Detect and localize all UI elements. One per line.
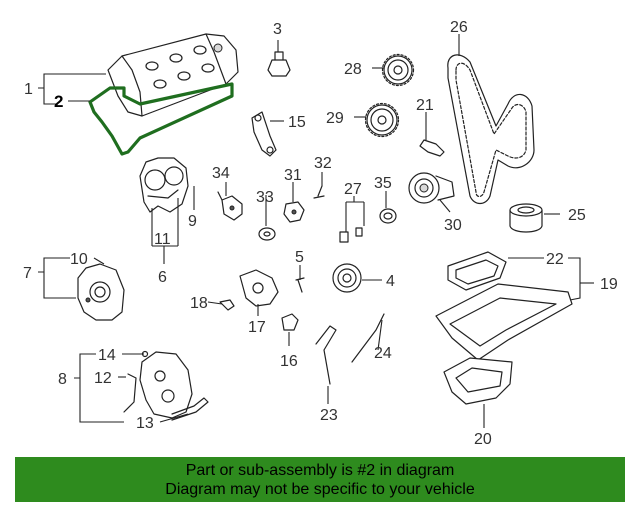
cam-sprocket-exhaust[interactable]: [381, 53, 415, 87]
label-15: 15: [288, 114, 306, 131]
label-8: 8: [58, 371, 67, 388]
crankshaft-pulley[interactable]: [332, 263, 362, 293]
timing-cover-upper[interactable]: [139, 157, 189, 213]
label-23: 23: [320, 407, 338, 424]
label-18: 18: [190, 295, 208, 312]
tensioner-pulley[interactable]: [408, 172, 455, 204]
notice-line-part: Part or sub-assembly is #2 in diagram: [185, 462, 455, 479]
valve-cover[interactable]: [107, 33, 239, 117]
bracket-31[interactable]: [283, 201, 305, 223]
leader-lines: [38, 34, 594, 428]
label-2: 2: [54, 92, 63, 111]
label-28: 28: [344, 61, 362, 78]
label-16: 16: [280, 353, 298, 370]
label-19: 19: [600, 276, 618, 293]
label-5: 5: [295, 249, 304, 266]
timing-cover-lower[interactable]: [77, 263, 125, 321]
notice-line-disclaimer: Diagram may not be specific to your vehi…: [165, 481, 475, 498]
label-21: 21: [416, 97, 434, 114]
part-number-labels: 1 2 3 4 5 6 7 8 9 10 11 12 13 14 15 16 1…: [23, 19, 618, 448]
label-20: 20: [474, 431, 492, 448]
label-13: 13: [136, 415, 154, 432]
valve-cover-gasket[interactable]: [88, 82, 234, 156]
label-9: 9: [188, 213, 197, 230]
timing-belt[interactable]: [447, 54, 535, 205]
label-7: 7: [23, 265, 32, 282]
label-35: 35: [374, 175, 392, 192]
bolt-5[interactable]: [295, 277, 305, 293]
label-29: 29: [326, 110, 344, 127]
label-22: 22: [546, 251, 564, 268]
label-1: 1: [24, 81, 33, 98]
label-26: 26: [450, 19, 468, 36]
label-24: 24: [374, 345, 392, 362]
bracket-34[interactable]: [217, 191, 243, 221]
label-17: 17: [248, 319, 266, 336]
belt-tensioner-arm[interactable]: [251, 111, 277, 157]
label-14: 14: [98, 347, 116, 364]
timing-cover-main[interactable]: [123, 350, 209, 421]
oil-pan-lower[interactable]: [443, 357, 513, 405]
label-32: 32: [314, 155, 332, 172]
seal-35[interactable]: [379, 208, 397, 224]
cap-bolt[interactable]: [267, 51, 291, 77]
label-25: 25: [568, 207, 586, 224]
oil-pressure-switch[interactable]: [281, 313, 299, 331]
bolt-32[interactable]: [313, 185, 325, 199]
label-30: 30: [444, 217, 462, 234]
oil-filter[interactable]: [509, 203, 543, 233]
label-11: 11: [154, 231, 171, 248]
oil-pump-bracket[interactable]: [239, 269, 279, 307]
notice-banner: Part or sub-assembly is #2 in diagram Di…: [15, 457, 625, 502]
label-27: 27: [344, 181, 362, 198]
oil-pan-gasket[interactable]: [447, 251, 507, 291]
plugs-27[interactable]: [339, 227, 363, 243]
label-4: 4: [386, 273, 395, 290]
label-33: 33: [256, 189, 274, 206]
oil-pan-upper[interactable]: [435, 283, 573, 361]
label-12: 12: [94, 370, 112, 387]
idler-33[interactable]: [258, 227, 276, 241]
label-3: 3: [273, 21, 282, 38]
dipstick-tube[interactable]: [315, 325, 337, 385]
auto-tensioner[interactable]: [419, 139, 445, 157]
label-31: 31: [284, 167, 302, 184]
sensor-18[interactable]: [219, 299, 235, 311]
label-6: 6: [158, 269, 167, 286]
dipstick[interactable]: [351, 313, 385, 363]
cam-sprocket-intake[interactable]: [364, 102, 400, 138]
label-10: 10: [70, 251, 88, 268]
label-34: 34: [212, 165, 230, 182]
